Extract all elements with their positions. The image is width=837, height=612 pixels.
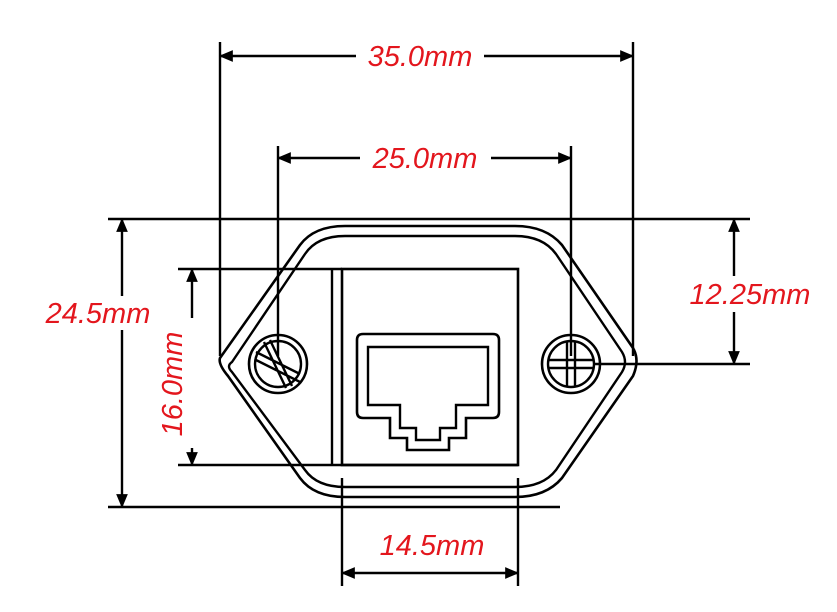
jack-body (330, 267, 520, 467)
rj45-port-icon (355, 332, 501, 452)
dimension-jack-height: 16.0mm (157, 332, 189, 437)
dimension-lines (116, 50, 740, 579)
dimension-hole-offset: 12.25mm (690, 279, 811, 311)
dimension-overall-height: 24.5mm (45, 298, 151, 330)
extension-lines (108, 42, 750, 586)
dimension-overall-width: 35.0mm (368, 41, 473, 73)
dimension-hole-spacing: 25.0mm (372, 143, 478, 175)
connector-flange (218, 224, 638, 499)
dimension-jack-width: 14.5mm (380, 530, 485, 562)
